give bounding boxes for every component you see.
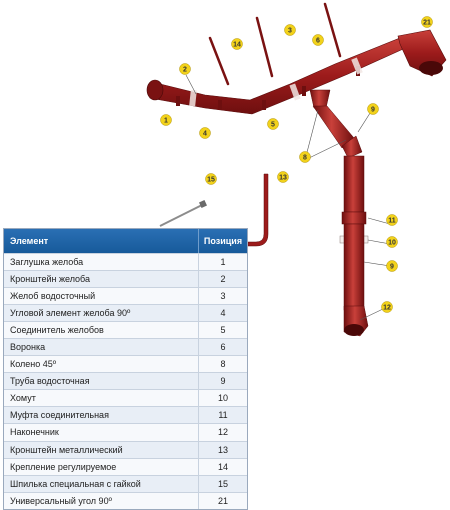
callout-circle [386,214,398,226]
row-element-name: Крепление регулируемое [4,458,199,475]
table-row: Хомут 10 [4,389,247,407]
row-position: 12 [217,427,228,438]
callout-circle [386,236,398,248]
gutter-left [149,37,413,115]
row-position: 6 [220,342,226,353]
row-position: 10 [217,393,228,404]
row-element-name: Желоб водосточный [4,288,199,305]
row-position: 13 [217,444,228,455]
callout-label: 15 [207,177,215,184]
callout-circle [386,260,398,272]
elbow-lower [341,135,363,159]
table-row: Универсальный угол 90º 21 [4,491,247,509]
callout-label: 12 [383,305,391,312]
leader-lines [185,74,391,321]
row-element-name: Универсальный угол 90º [4,492,199,509]
row-element-name: Муфта соединительная [4,407,199,424]
row-element-name: Воронка [4,339,199,356]
header-element: Элемент [4,229,199,253]
callout-label: 11 [388,218,396,225]
table-header: Элемент Позиция [4,229,247,253]
callout-label: 13 [279,175,287,182]
gutter-corner-opening [419,61,443,75]
row-position: 2 [220,274,226,285]
table-row: Шпилька специальная с гайкой 15 [4,474,247,492]
callout-circle [205,173,217,185]
gutter-brackets [208,2,342,86]
row-element-name: Заглушка желоба [4,254,199,271]
header-position: Позиция [203,236,243,246]
table-row: Колено 45º 8 [4,355,247,373]
callout-circle [199,127,211,139]
metal-bracket [247,173,269,247]
callout-label: 9 [371,107,375,114]
callout-label: 14 [233,42,241,49]
callout-circle [267,118,279,130]
downpipe-lower [343,223,365,311]
callout-label: 5 [271,122,275,129]
special-pin [159,200,207,227]
table-row: Крепление регулируемое 14 [4,457,247,475]
callout-circle [421,16,433,28]
row-element-name: Наконечник [4,424,199,441]
table-row: Угловой элемент желоба 90º 4 [4,304,247,322]
callout-label: 6 [316,38,320,45]
callout-label: 21 [423,20,431,27]
row-position: 8 [220,359,226,370]
downpipe-upper [343,155,365,213]
row-position: 14 [217,461,228,472]
gutter-funnel [309,89,331,109]
row-element-name: Хомут [4,390,199,407]
downpipe-coupling [341,211,367,225]
callout-circle [179,63,191,75]
row-position: 11 [218,410,228,421]
callout-circle [381,301,393,313]
callout-label: 9 [390,264,394,271]
callout-label: 8 [303,155,307,162]
table-row: Соединитель желобов 5 [4,321,247,339]
callout-circle [231,38,243,50]
row-element-name: Кронштейн желоба [4,271,199,288]
callout-label: 1 [164,118,168,125]
table-row: Наконечник 12 [4,423,247,441]
row-position: 21 [217,495,228,506]
table-row: Кронштейн металлический 13 [4,440,247,458]
callout-circle [284,24,296,36]
row-element-name: Шпилька специальная с гайкой [4,475,199,492]
callout-circle [312,34,324,46]
row-position: 15 [217,478,228,489]
table-row: Желоб водосточный 3 [4,287,247,305]
row-element-name: Колено 45º [4,356,199,373]
row-element-name: Кронштейн металлический [4,441,199,458]
callout-label: 3 [288,28,292,35]
row-position: 9 [220,376,226,387]
row-position: 3 [220,291,226,302]
callout-circle [277,171,289,183]
gutter-end-cap [146,79,164,101]
row-element-name: Труба водосточная [4,373,199,390]
table-row: Воронка 6 [4,338,247,356]
row-position: 1 [220,257,226,267]
row-element-name: Угловой элемент желоба 90º [4,305,199,322]
table-row: Муфта соединительная 11 [4,406,247,424]
downpipe-outlet-opening [344,324,364,336]
table-row: Труба водосточная 9 [4,372,247,390]
row-position: 5 [220,325,226,336]
table-row: Кронштейн желоба 2 [4,270,247,288]
callout-label: 2 [183,67,187,74]
callout-label: 10 [388,240,396,247]
gutter-connectors [189,57,363,107]
callout-circle [367,103,379,115]
table-row: Заглушка желоба 1 [4,253,247,271]
callout-circle [160,114,172,126]
row-position: 4 [220,308,226,319]
callout-label: 4 [203,131,207,138]
callout-circle [299,151,311,163]
row-element-name: Соединитель желобов [4,322,199,339]
